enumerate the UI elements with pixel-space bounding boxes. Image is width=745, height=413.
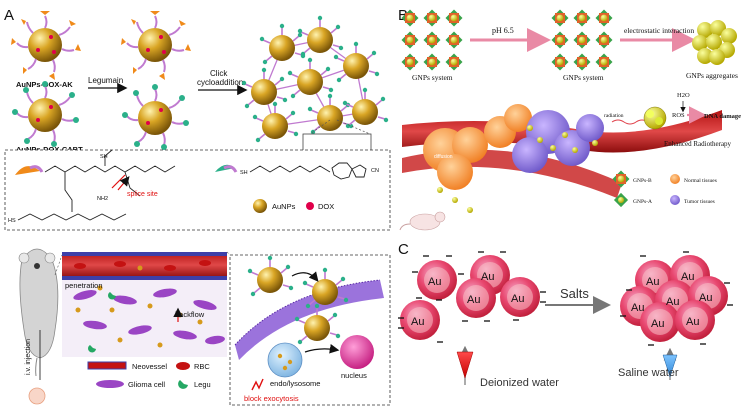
nucleus-label: nucleus [341, 371, 367, 380]
iv-injection-label: i.v. injection [25, 339, 32, 375]
rbc-cells [74, 260, 211, 271]
gnps-aggregate-cluster [692, 20, 737, 65]
peg-chain-structure [17, 213, 127, 221]
normal-tissue-legend-label: Normal tissues [684, 178, 717, 184]
tumor-tissue-legend-label: Tumor tissues [684, 199, 715, 205]
np-dox-ak-icon [10, 10, 82, 81]
endo-lysosome [267, 342, 303, 378]
ak-peptide-structure [15, 149, 176, 212]
tumor-tissue-cluster [512, 110, 604, 173]
click-label-2: cycloaddition [197, 78, 243, 87]
injection-ball [28, 387, 46, 405]
rbc-legend-icon [176, 362, 190, 370]
nucleus [340, 335, 374, 369]
au-label: Au [646, 276, 659, 288]
au-label: Au [428, 276, 441, 288]
endo-lysosome-label: endo/lysosome [270, 379, 320, 388]
glioma-legend-icon [96, 380, 124, 388]
hs-label: HS [8, 218, 16, 224]
salts-label: Salts [560, 286, 589, 301]
gnps-aggregates-label: GNPs aggregates [686, 71, 738, 80]
panel-a-letter: A [4, 7, 14, 24]
np-cleaved-cabt-icon [121, 83, 190, 151]
cabt-structure [215, 162, 367, 180]
click-label-1: Click [210, 69, 228, 78]
au-label: Au [511, 293, 524, 305]
h2o-label: H2O [677, 92, 690, 99]
splice-site-label: splice site [127, 191, 158, 198]
au-label: Au [681, 271, 694, 283]
aunps-legend-label: AuNPs [272, 202, 296, 211]
au-label: Au [651, 318, 664, 330]
aunps-legend-icon [253, 199, 267, 213]
penetration-label: penetration [65, 281, 103, 290]
np-dox-cabt-label: AuNPs-DOX-CABT [16, 145, 83, 154]
cn-label: CN [371, 168, 379, 174]
gnps-b-legend-label: GNPs-B [633, 178, 652, 184]
radiation-label: radiation [604, 113, 624, 119]
diffusion-label: diffusion [434, 154, 453, 160]
sh-label-cabt: SH [240, 170, 248, 176]
neovessel-legend-icon [87, 361, 127, 370]
gnps-a-legend-label: GNPs-A [633, 199, 652, 205]
vessel-particles [437, 125, 598, 213]
np-dox-cabt-icon [11, 80, 80, 148]
au-label: Au [411, 316, 424, 328]
saline-water-beaker [662, 354, 678, 378]
legu-legend-label: Legu [194, 380, 211, 389]
dna-damage-label: DNA damage [704, 113, 741, 120]
aggregated-charges [620, 251, 733, 346]
neovessel-bar [62, 252, 227, 278]
mouse-icon [18, 248, 59, 377]
legumain-label: Legumain [88, 76, 123, 85]
glioma-legend-label: Glioma cell [128, 380, 165, 389]
gnps-grid-2 [551, 9, 613, 71]
enhanced-radiotherapy-label: Enhanced Radiotherapy [664, 140, 732, 148]
saline-water-label: Saline water [618, 367, 679, 379]
dispersed-charges [398, 251, 546, 343]
gnps-system-label-1: GNPs system [412, 73, 453, 82]
radiation-cluster [643, 106, 667, 130]
normal-tissue-legend-icon [670, 174, 680, 184]
ph-label: pH 6.5 [492, 26, 514, 35]
electrostatic-label: electrostatic interaction [624, 26, 694, 35]
backflow-label: backflow [175, 310, 205, 319]
tumor-tissue-legend-icon [670, 195, 680, 205]
normal-tissue-cluster [423, 104, 532, 190]
ros-label: ROS [672, 112, 685, 119]
endothelial-cells [62, 252, 227, 280]
au-labels-left: Au Au Au Au Au [411, 271, 524, 328]
rbc-legend-label: RBC [194, 362, 210, 371]
np-cleaved-ak-icon [120, 10, 192, 81]
gnps-a-legend-icon [613, 192, 629, 208]
sh-label-ak: SH [100, 154, 108, 160]
glioma-cells [73, 288, 225, 345]
neovessel-legend-label: Neovessel [132, 362, 167, 371]
nh2-label: NH2 [97, 196, 108, 202]
gnps-grid-1 [401, 9, 463, 71]
block-exocytosis-label: block exocytosis [244, 394, 299, 403]
mouse-b-icon [399, 211, 446, 231]
deionized-water-label: Deionized water [480, 377, 559, 389]
au-label: Au [631, 302, 644, 314]
legu-legend-icon [178, 380, 188, 389]
panel-b-letter: B [398, 7, 408, 24]
panel-c-letter: C [398, 241, 409, 258]
legu-icons [88, 292, 116, 353]
deionized-water-beaker [456, 351, 474, 379]
structure-box [4, 149, 391, 231]
au-labels-right: Au Au Au Au Au Au Au [631, 271, 712, 330]
au-label: Au [467, 294, 480, 306]
au-label: Au [699, 292, 712, 304]
au-label: Au [666, 296, 679, 308]
aggregate-particles [241, 14, 390, 143]
dox-legend-label: DOX [318, 202, 334, 211]
gnps-system-label-2: GNPs system [563, 73, 604, 82]
dox-legend-icon [306, 202, 314, 210]
au-label: Au [481, 271, 494, 283]
au-label: Au [686, 316, 699, 328]
